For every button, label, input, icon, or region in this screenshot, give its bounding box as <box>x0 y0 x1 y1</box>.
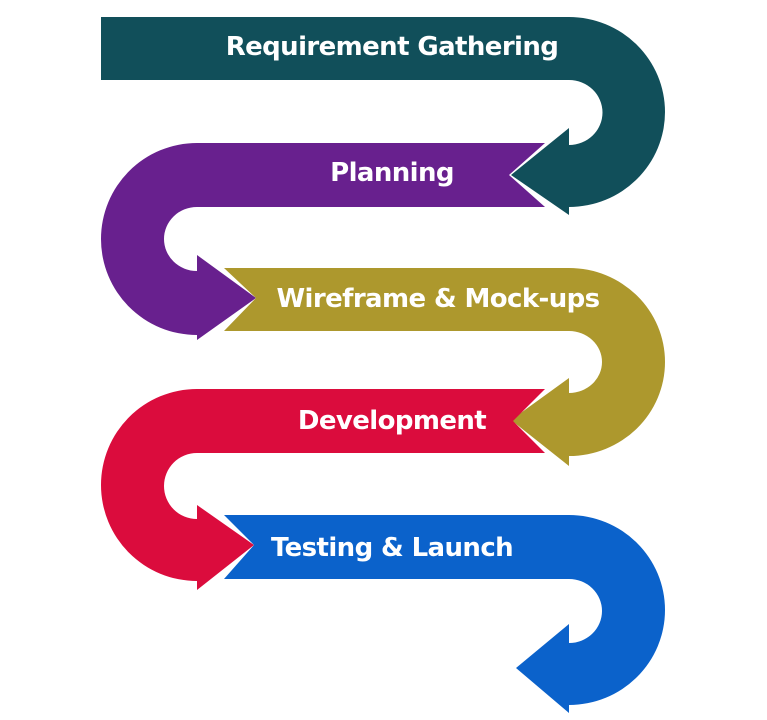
step-wireframe-mockups-arrow <box>224 268 665 466</box>
step-planning-label: Planning <box>330 158 454 188</box>
step-testing-launch-label: Testing & Launch <box>271 533 513 563</box>
step-testing-launch: Testing & Launch <box>224 515 665 713</box>
step-wireframe-mockups: Wireframe & Mock-ups <box>224 268 665 466</box>
step-requirement-gathering: Requirement Gathering <box>101 17 665 215</box>
step-development-label: Development <box>298 406 486 436</box>
step-wireframe-mockups-label: Wireframe & Mock-ups <box>276 284 599 314</box>
step-planning: Planning <box>101 143 545 340</box>
step-development-arrow <box>101 389 545 590</box>
step-requirement-gathering-arrow <box>101 17 665 215</box>
step-planning-arrow <box>101 143 545 340</box>
step-development: Development <box>101 389 545 590</box>
step-testing-launch-arrow <box>224 515 665 713</box>
step-requirement-gathering-label: Requirement Gathering <box>226 32 559 62</box>
